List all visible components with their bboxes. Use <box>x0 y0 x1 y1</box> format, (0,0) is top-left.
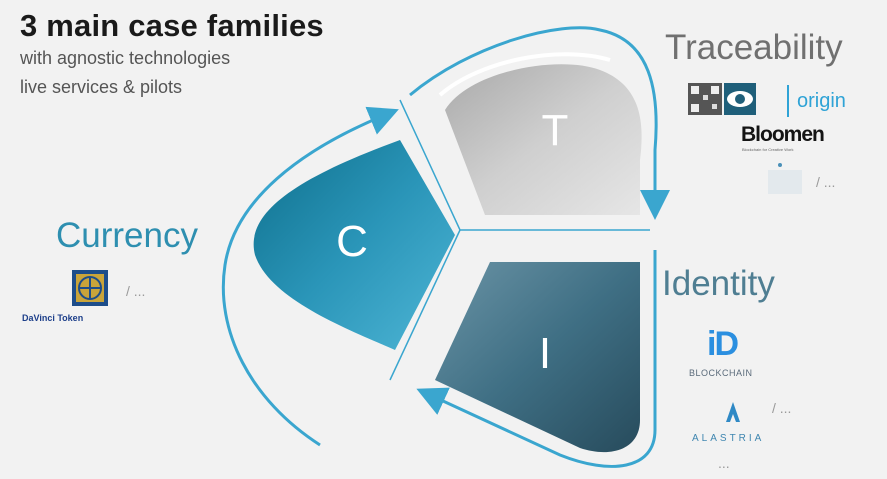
outer-arrow-track-bottom <box>416 250 657 468</box>
segment-bottom <box>435 262 640 453</box>
segment-left-letter: C <box>336 217 368 266</box>
qr-code-icon <box>688 83 722 115</box>
currency-more: / ... <box>126 283 146 299</box>
origin-separator <box>787 85 789 117</box>
id-blockchain-mark: iD <box>707 325 739 363</box>
davinci-logo-icon <box>72 270 108 306</box>
segment-bottom-letter: I <box>539 329 551 378</box>
bloomen-logo: Bloomen <box>741 123 825 146</box>
blockchain-partner-icon <box>768 163 802 194</box>
category-traceability: Traceability <box>665 28 843 67</box>
alastria-logo-icon <box>726 402 740 422</box>
traceability-more: / ... <box>816 174 836 190</box>
origin-logo: origin <box>797 90 846 112</box>
identity-more: / ... <box>772 400 792 416</box>
segment-top-letter: T <box>542 106 569 155</box>
subtitle-line-2: live services & pilots <box>20 77 183 97</box>
identity-more-2: ... <box>718 455 730 471</box>
segment-left <box>253 140 455 350</box>
category-currency: Currency <box>56 216 198 255</box>
davinci-token-label: DaVinci Token <box>22 313 84 323</box>
outer-arrow-track <box>409 26 670 220</box>
alastria-label: ALASTRIA <box>692 433 765 444</box>
page-title: 3 main case families <box>20 8 324 43</box>
id-blockchain-caption: BLOCKCHAIN <box>689 368 753 378</box>
subtitle-line-1: with agnostic technologies <box>20 48 231 68</box>
category-identity: Identity <box>662 264 775 303</box>
outer-arrow-track-left <box>221 106 399 447</box>
segment-top <box>445 64 642 215</box>
bloomen-tagline: Blockchain for Creative Work <box>742 147 794 152</box>
eye-icon <box>724 83 756 115</box>
